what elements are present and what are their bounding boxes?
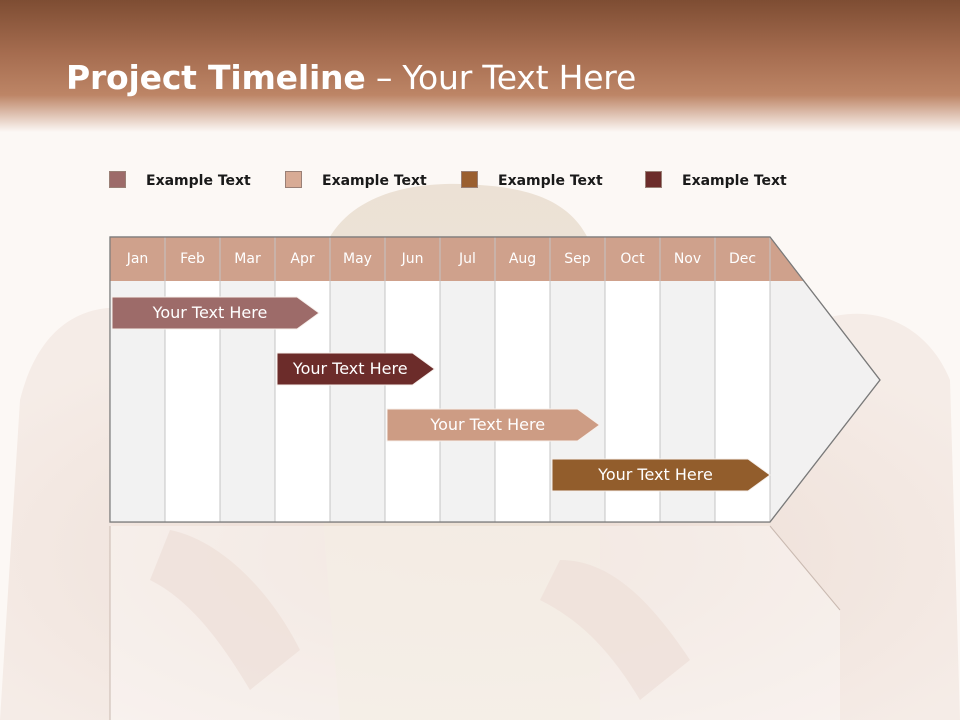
slide-header: [0, 0, 960, 132]
month-label-feb: Feb: [180, 251, 205, 267]
task-label-4: Your Text Here: [598, 465, 713, 484]
month-column-aug: [495, 281, 550, 522]
legend-swatch-1: [109, 171, 126, 188]
task-arrow-4: [551, 458, 771, 492]
month-column-jul: [440, 281, 495, 522]
task-arrow-1: [111, 296, 320, 330]
legend-label-2: Example Text: [322, 173, 427, 189]
month-label-nov: Nov: [673, 251, 702, 267]
title-rest: – Your Text Here: [365, 58, 637, 97]
legend-label-3: Example Text: [498, 173, 603, 189]
legend-swatch-2: [285, 171, 302, 188]
legend-label-4: Example Text: [682, 173, 787, 189]
task-arrow-3: [386, 408, 601, 442]
month-label-dec: Dec: [728, 251, 757, 267]
slide-title: Project Timeline – Your Text Here: [66, 58, 636, 97]
month-label-jul: Jul: [459, 251, 476, 267]
task-arrow-2: [276, 352, 436, 386]
month-label-oct: Oct: [620, 251, 645, 267]
task-label-2: Your Text Here: [292, 359, 408, 378]
month-label-mar: Mar: [234, 251, 261, 267]
legend-label-1: Example Text: [146, 173, 251, 189]
reflection-edge-right: [769, 525, 841, 611]
task-label-3: Your Text Here: [430, 415, 546, 434]
month-label-jun: Jun: [401, 251, 424, 267]
title-bold: Project Timeline: [66, 58, 366, 97]
month-column-jun: [385, 281, 440, 522]
month-column-may: [330, 281, 385, 522]
month-label-sep: Sep: [564, 251, 591, 267]
timeline-arrow-outline: [109, 236, 881, 523]
month-label-aug: Aug: [508, 251, 537, 267]
month-label-jan: Jan: [126, 251, 149, 267]
legend-swatch-4: [645, 171, 662, 188]
month-label-may: May: [343, 251, 372, 267]
task-label-1: Your Text Here: [152, 303, 268, 322]
timeline-reflection: [110, 526, 840, 720]
month-label-apr: Apr: [290, 251, 315, 267]
legend-swatch-3: [461, 171, 478, 188]
